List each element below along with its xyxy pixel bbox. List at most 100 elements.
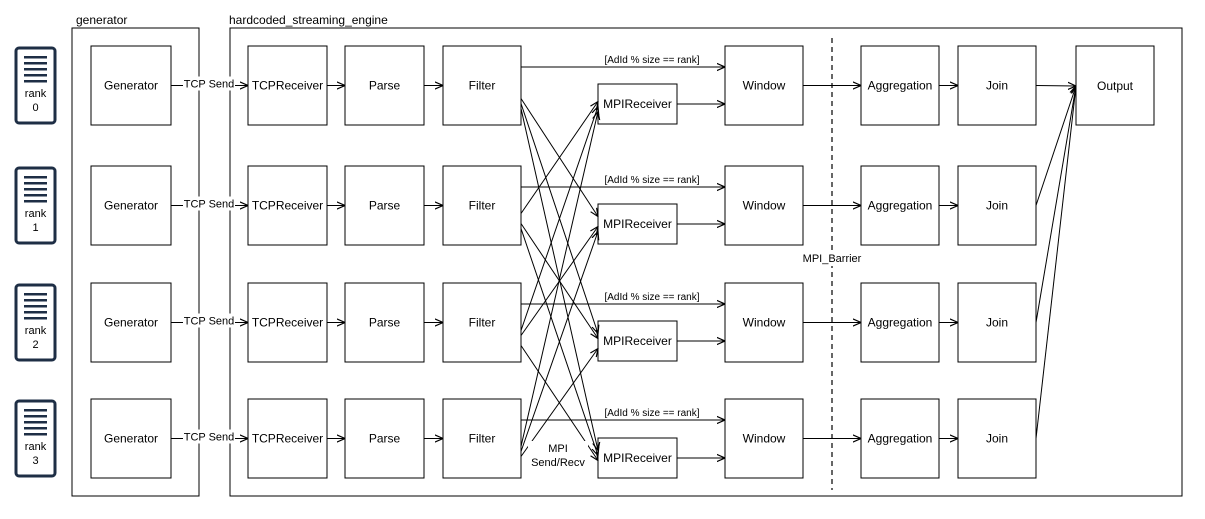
- aggregation-node: [860, 282, 940, 363]
- mpi-barrier-label-bg: [800, 251, 866, 266]
- rank-number: 2: [32, 339, 38, 351]
- generator-node-label: Generator: [104, 79, 158, 93]
- mpi-sendrecv-label-line1: MPI: [548, 443, 568, 455]
- join-node: [957, 282, 1037, 363]
- mpi-barrier-label: MPI_Barrier: [803, 253, 862, 265]
- join-node-label: Join: [986, 316, 1008, 330]
- local-route-label-bg: [599, 54, 705, 66]
- aggregation-node: [860, 165, 940, 246]
- rank-label: rank: [25, 441, 47, 453]
- server-icon: [14, 166, 57, 245]
- server-icon-line: [24, 74, 47, 77]
- mpi-receiver-node-label: MPIReceiver: [603, 217, 672, 231]
- join-node: [957, 398, 1037, 479]
- window-node: [724, 165, 804, 246]
- window-node-label: Window: [743, 199, 786, 213]
- server-icon-frame: [14, 283, 57, 362]
- parse-node: [344, 398, 425, 479]
- local-route-label: [AdId % size == rank]: [604, 175, 699, 186]
- aggregation-node-label: Aggregation: [868, 316, 933, 330]
- local-route-label: [AdId % size == rank]: [604, 292, 699, 303]
- parse-node: [344, 165, 425, 246]
- mpi-receiver-node-label: MPIReceiver: [603, 334, 672, 348]
- tcp-send-label-bg: [183, 76, 235, 91]
- tcp-receiver-node: [247, 398, 328, 479]
- tcp-receiver-node: [247, 282, 328, 363]
- filter-node: [442, 398, 522, 479]
- rank-label: rank: [25, 325, 47, 337]
- rank-number: 3: [32, 455, 38, 467]
- mpi-send-arrow: [520, 112, 598, 447]
- server-icon-frame: [14, 46, 57, 125]
- parse-node-label: Parse: [369, 432, 401, 446]
- tcp-send-label-bg: [183, 429, 235, 444]
- generator-group: [71, 27, 200, 497]
- join-to-output-arrow-1: [1035, 86, 1076, 206]
- join-to-output-arrow-0: [1035, 86, 1076, 87]
- mpi-sendrecv-label-line2: Send/Recv: [531, 457, 585, 469]
- generator-node-label: Generator: [104, 199, 158, 213]
- server-icon: [14, 46, 57, 125]
- filter-node-label: Filter: [469, 432, 496, 446]
- server-icon: [14, 399, 57, 478]
- parse-node-label: Parse: [369, 199, 401, 213]
- aggregation-node: [860, 45, 940, 126]
- filter-node: [442, 45, 522, 126]
- server-icon-line: [24, 182, 47, 185]
- mpi-send-arrow: [520, 349, 598, 457]
- local-route-label-bg: [599, 291, 705, 303]
- server-icon-frame: [14, 399, 57, 478]
- output-edges: [1035, 86, 1076, 439]
- server-icon-line: [24, 56, 47, 59]
- tcp-receiver-node: [247, 165, 328, 246]
- generator-node: [90, 398, 172, 479]
- tcp-send-label: TCP Send: [184, 79, 235, 91]
- mpi-send-arrow: [520, 107, 598, 331]
- server-icon-line: [24, 188, 47, 191]
- rank-number: 1: [32, 222, 38, 234]
- window-node: [724, 282, 804, 363]
- join-to-output-arrow-3: [1035, 86, 1076, 439]
- output-node: [1075, 45, 1155, 126]
- filter-node-label: Filter: [469, 316, 496, 330]
- mpi-receiver-node: [597, 320, 678, 362]
- join-node-label: Join: [986, 79, 1008, 93]
- window-node-label: Window: [743, 432, 786, 446]
- join-to-output-arrow-2: [1035, 86, 1076, 323]
- tcp-receiver-node-label: TCPReceiver: [252, 79, 323, 93]
- server-icon-line: [24, 293, 47, 296]
- engine-group-label: hardcoded_streaming_engine: [229, 13, 388, 27]
- server-icon-line: [24, 194, 47, 197]
- server-icon-line: [24, 409, 47, 412]
- mpi-send-arrow: [520, 232, 598, 452]
- server-icon-line: [24, 421, 47, 424]
- server-icon-line: [24, 433, 47, 436]
- window-node-label: Window: [743, 79, 786, 93]
- join-node-label: Join: [986, 199, 1008, 213]
- window-node-label: Window: [743, 316, 786, 330]
- server-icon-line: [24, 200, 47, 203]
- local-route-label-bg: [599, 407, 705, 419]
- server-icon-line: [24, 415, 47, 418]
- rank-label: rank: [25, 88, 47, 100]
- generator-node-label: Generator: [104, 432, 158, 446]
- rank-label: rank: [25, 208, 47, 220]
- tcp-send-label: TCP Send: [184, 199, 235, 211]
- window-node: [724, 398, 804, 479]
- aggregation-node-label: Aggregation: [868, 432, 933, 446]
- server-icon-line: [24, 62, 47, 65]
- window-node: [724, 45, 804, 126]
- filter-node: [442, 282, 522, 363]
- tcp-receiver-node-label: TCPReceiver: [252, 316, 323, 330]
- aggregation-node-label: Aggregation: [868, 199, 933, 213]
- aggregation-node: [860, 398, 940, 479]
- server-icon-line: [24, 317, 47, 320]
- server-icon-line: [24, 80, 47, 83]
- engine-group: [229, 27, 1183, 497]
- mpi-shuffle-edges: [520, 98, 598, 461]
- tcp-receiver-node-label: TCPReceiver: [252, 432, 323, 446]
- filter-node-label: Filter: [469, 79, 496, 93]
